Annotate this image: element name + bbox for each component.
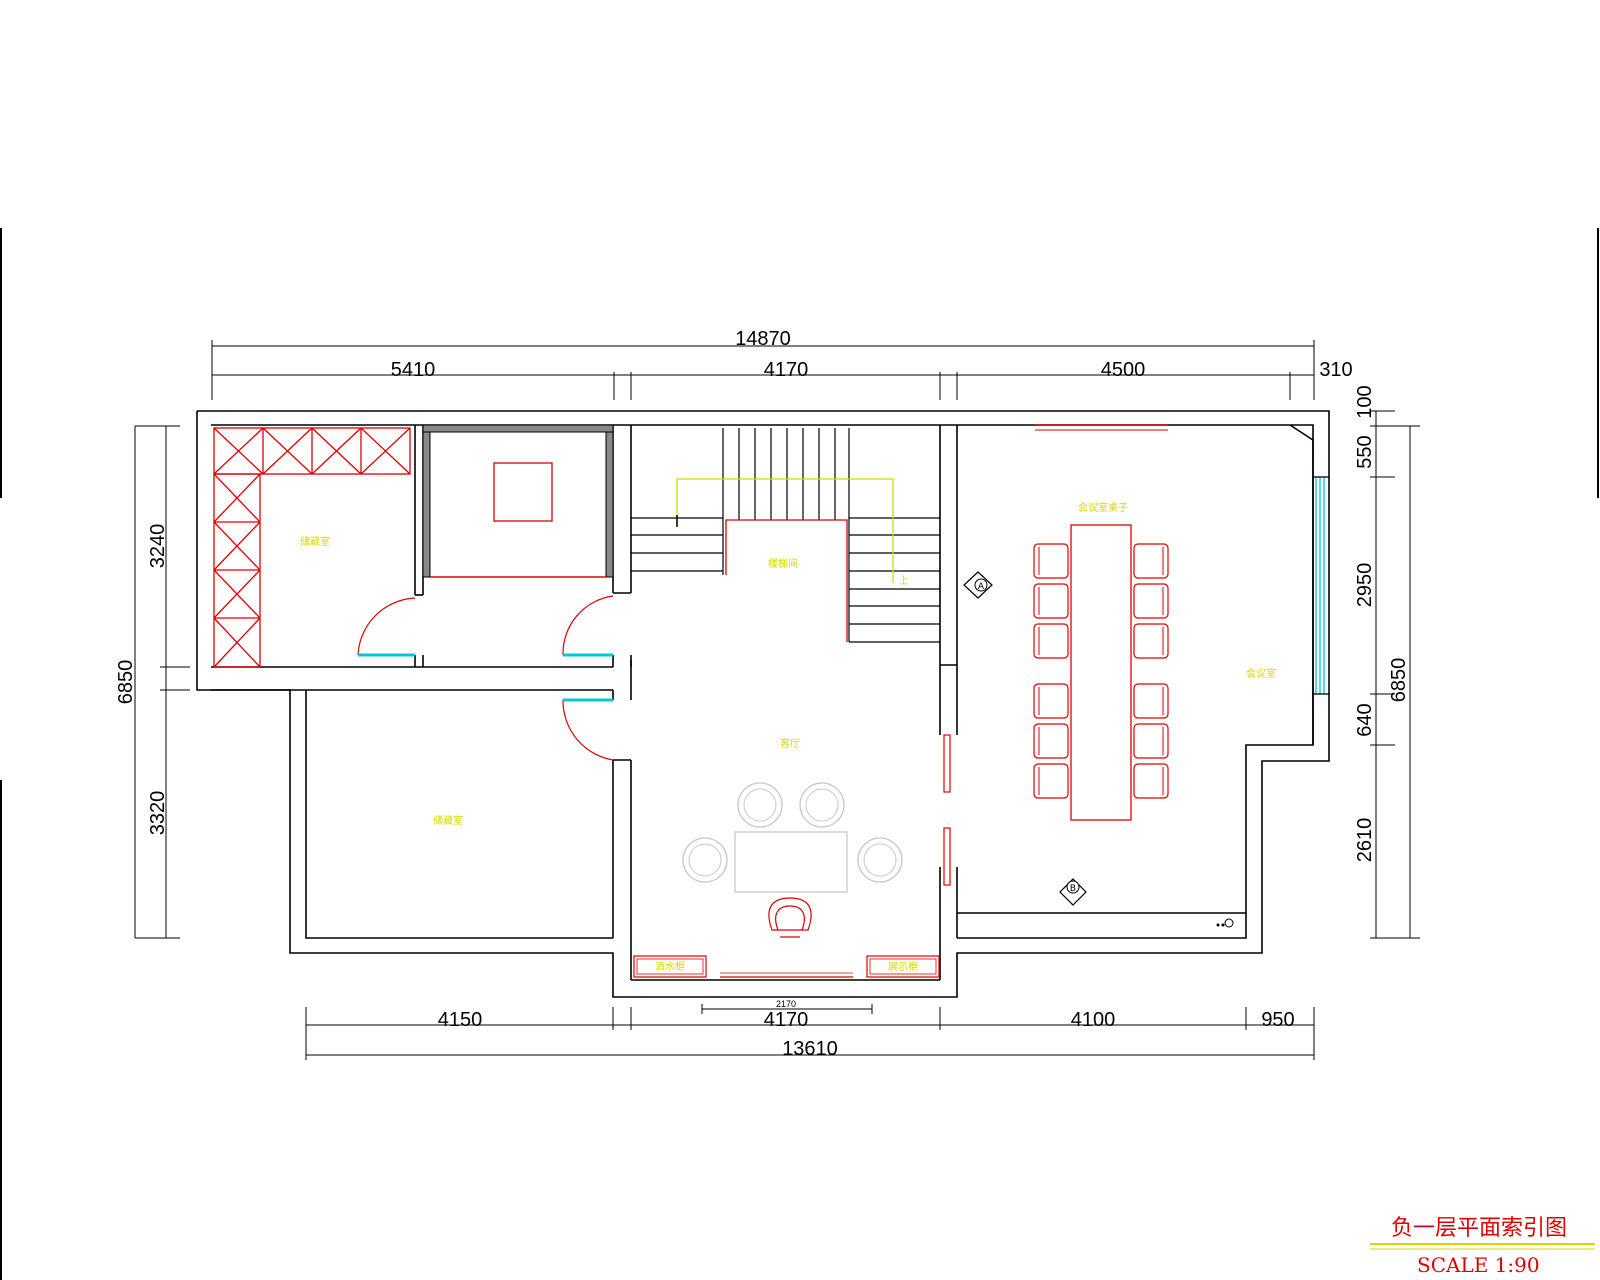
meeting-chairs: [1033, 543, 1169, 799]
dim-bottom-2: 4170: [764, 1009, 809, 1031]
cabinet-label-left: 酒水柜: [655, 960, 685, 973]
rug: [493, 462, 553, 522]
room-label-stair-hall: 楼梯间: [768, 557, 798, 570]
room-label-meeting-room: 会议室: [1246, 667, 1276, 680]
dim-top-1: 5410: [391, 359, 436, 381]
lounge-chair-icon: [857, 837, 903, 883]
dim-right-4: 640: [1354, 703, 1376, 736]
stair-up-label: 上: [899, 575, 909, 587]
dim-top-2: 4170: [764, 359, 809, 381]
staircase: [631, 428, 940, 643]
index-marker-b: B: [1059, 878, 1087, 906]
living-chairs: [682, 782, 903, 883]
drawing-title: 负一层平面索引图: [1391, 1216, 1567, 1241]
doors: [357, 595, 951, 886]
door-swing-3: [562, 699, 614, 761]
lounge-chair-icon: [799, 782, 845, 828]
stair-direction-line: [676, 478, 894, 583]
dim-bottom-3: 4100: [1071, 1009, 1116, 1031]
cabinet-label-right: 展示柜: [888, 960, 918, 973]
armchair-red: [768, 897, 812, 938]
marker-b-label: B: [1070, 884, 1076, 894]
chair-icon: [1133, 723, 1169, 759]
display-cabinet: [866, 955, 940, 978]
dim-top-4: 310: [1319, 359, 1352, 381]
dim-left-total: 6850: [115, 660, 137, 705]
dim-left-2: 3320: [147, 791, 169, 836]
dim-bottom-1: 4150: [438, 1009, 483, 1031]
chair-icon: [1133, 683, 1169, 719]
dim-bottom-4: 950: [1261, 1009, 1294, 1031]
door-swing-2: [562, 595, 614, 656]
lounge-chair-icon: [682, 837, 728, 883]
room-label-living: 客厅: [780, 737, 800, 750]
hatched-wall: [422, 424, 614, 578]
dim-top-total: 14870: [735, 328, 791, 350]
storage-shelves: [213, 427, 411, 668]
lounge-chair-icon: [737, 782, 783, 828]
dim-bottom-total: 13610: [782, 1038, 838, 1060]
stair-handrail: [725, 519, 848, 642]
marker-a-label: A: [978, 582, 985, 592]
dim-right-total: 6850: [1388, 658, 1410, 703]
sliding-door-1: [943, 734, 951, 793]
chair-icon: [1033, 723, 1069, 759]
sliding-door-2: [943, 827, 951, 886]
room-label-storage-top: 储藏室: [300, 535, 330, 548]
drain-dot-icon: [1216, 923, 1220, 927]
wine-cabinet: [633, 955, 707, 978]
dim-right-3: 2950: [1354, 563, 1376, 608]
chair-icon: [1133, 623, 1169, 659]
room-label-storage-bottom: 储藏室: [433, 814, 463, 827]
drain-icon: [1224, 918, 1234, 928]
chair-icon: [1133, 763, 1169, 799]
dim-right-1: 100: [1354, 385, 1376, 418]
dim-top-3: 4500: [1101, 359, 1146, 381]
room-label-meeting-table: 会议室桌子: [1078, 501, 1128, 514]
chair-icon: [1133, 543, 1169, 579]
dimension-lines: [134, 340, 1420, 1060]
door-swing-1: [357, 597, 416, 656]
dim-bottom-small: 2170: [776, 999, 796, 1009]
chair-icon: [1033, 683, 1069, 719]
drawing-scale: SCALE 1:90: [1417, 1253, 1540, 1277]
inner-walls: [211, 424, 1314, 981]
chair-icon: [1033, 623, 1069, 659]
chair-icon: [1133, 583, 1169, 619]
chair-icon: [1033, 763, 1069, 799]
tea-table: [734, 831, 848, 893]
dim-right-5: 2610: [1354, 818, 1376, 863]
index-marker-a: A: [963, 571, 993, 599]
chair-icon: [1033, 543, 1069, 579]
dim-right-2: 550: [1354, 435, 1376, 468]
dim-left-1: 3240: [147, 524, 169, 569]
outer-walls: [196, 410, 1330, 998]
chair-icon: [1033, 583, 1069, 619]
window-right: [1313, 476, 1329, 695]
meeting-table: [1070, 524, 1132, 821]
